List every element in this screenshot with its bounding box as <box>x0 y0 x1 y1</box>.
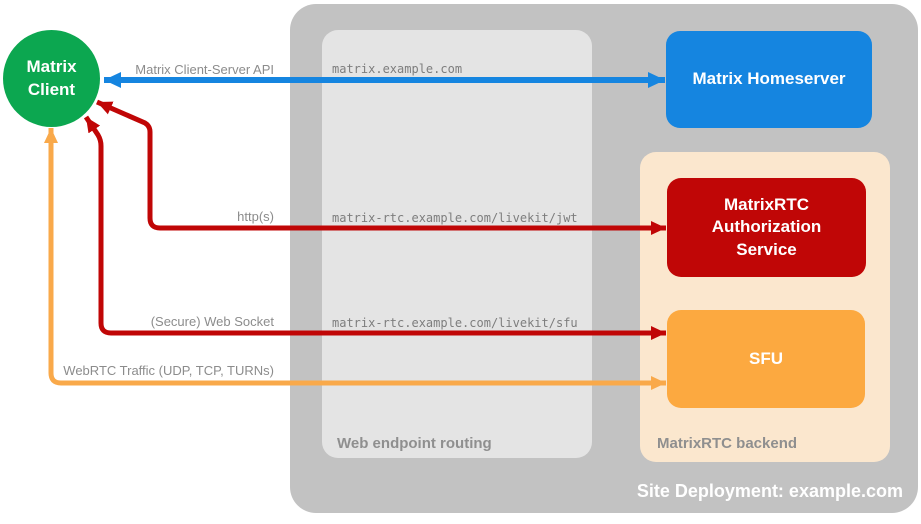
sfu-node: SFU <box>667 310 865 408</box>
matrix-client-node: Matrix Client <box>3 30 100 127</box>
endpoint-livekit-jwt: matrix-rtc.example.com/livekit/jwt <box>332 211 578 225</box>
matrixrtc-backend-caption: MatrixRTC backend <box>657 435 798 452</box>
matrix-homeserver-label: Matrix Homeserver <box>692 69 846 89</box>
endpoint-matrix-example-com: matrix.example.com <box>332 62 463 76</box>
https-arrow-label: http(s) <box>237 209 274 224</box>
sfu-label: SFU <box>749 348 783 368</box>
matrix-client-label: Matrix Client <box>26 57 77 99</box>
endpoint-livekit-sfu: matrix-rtc.example.com/livekit/sfu <box>332 316 578 330</box>
web-endpoint-routing-caption: Web endpoint routing <box>337 435 492 452</box>
matrixrtc-authorization-service-node: MatrixRTC Authorization Service <box>667 178 866 277</box>
site-deployment-caption: Site Deployment: example.com <box>636 481 903 501</box>
matrix-homeserver-node: Matrix Homeserver <box>666 31 872 128</box>
websocket-arrow-label: (Secure) Web Socket <box>150 314 274 329</box>
client-server-api-arrow-label: Matrix Client-Server API <box>135 62 274 77</box>
web-endpoint-routing-zone <box>322 30 592 458</box>
matrixrtc-authorization-service-label: MatrixRTC Authorization Service <box>711 195 822 259</box>
webrtc-traffic-arrow-label: WebRTC Traffic (UDP, TCP, TURNs) <box>63 363 274 378</box>
